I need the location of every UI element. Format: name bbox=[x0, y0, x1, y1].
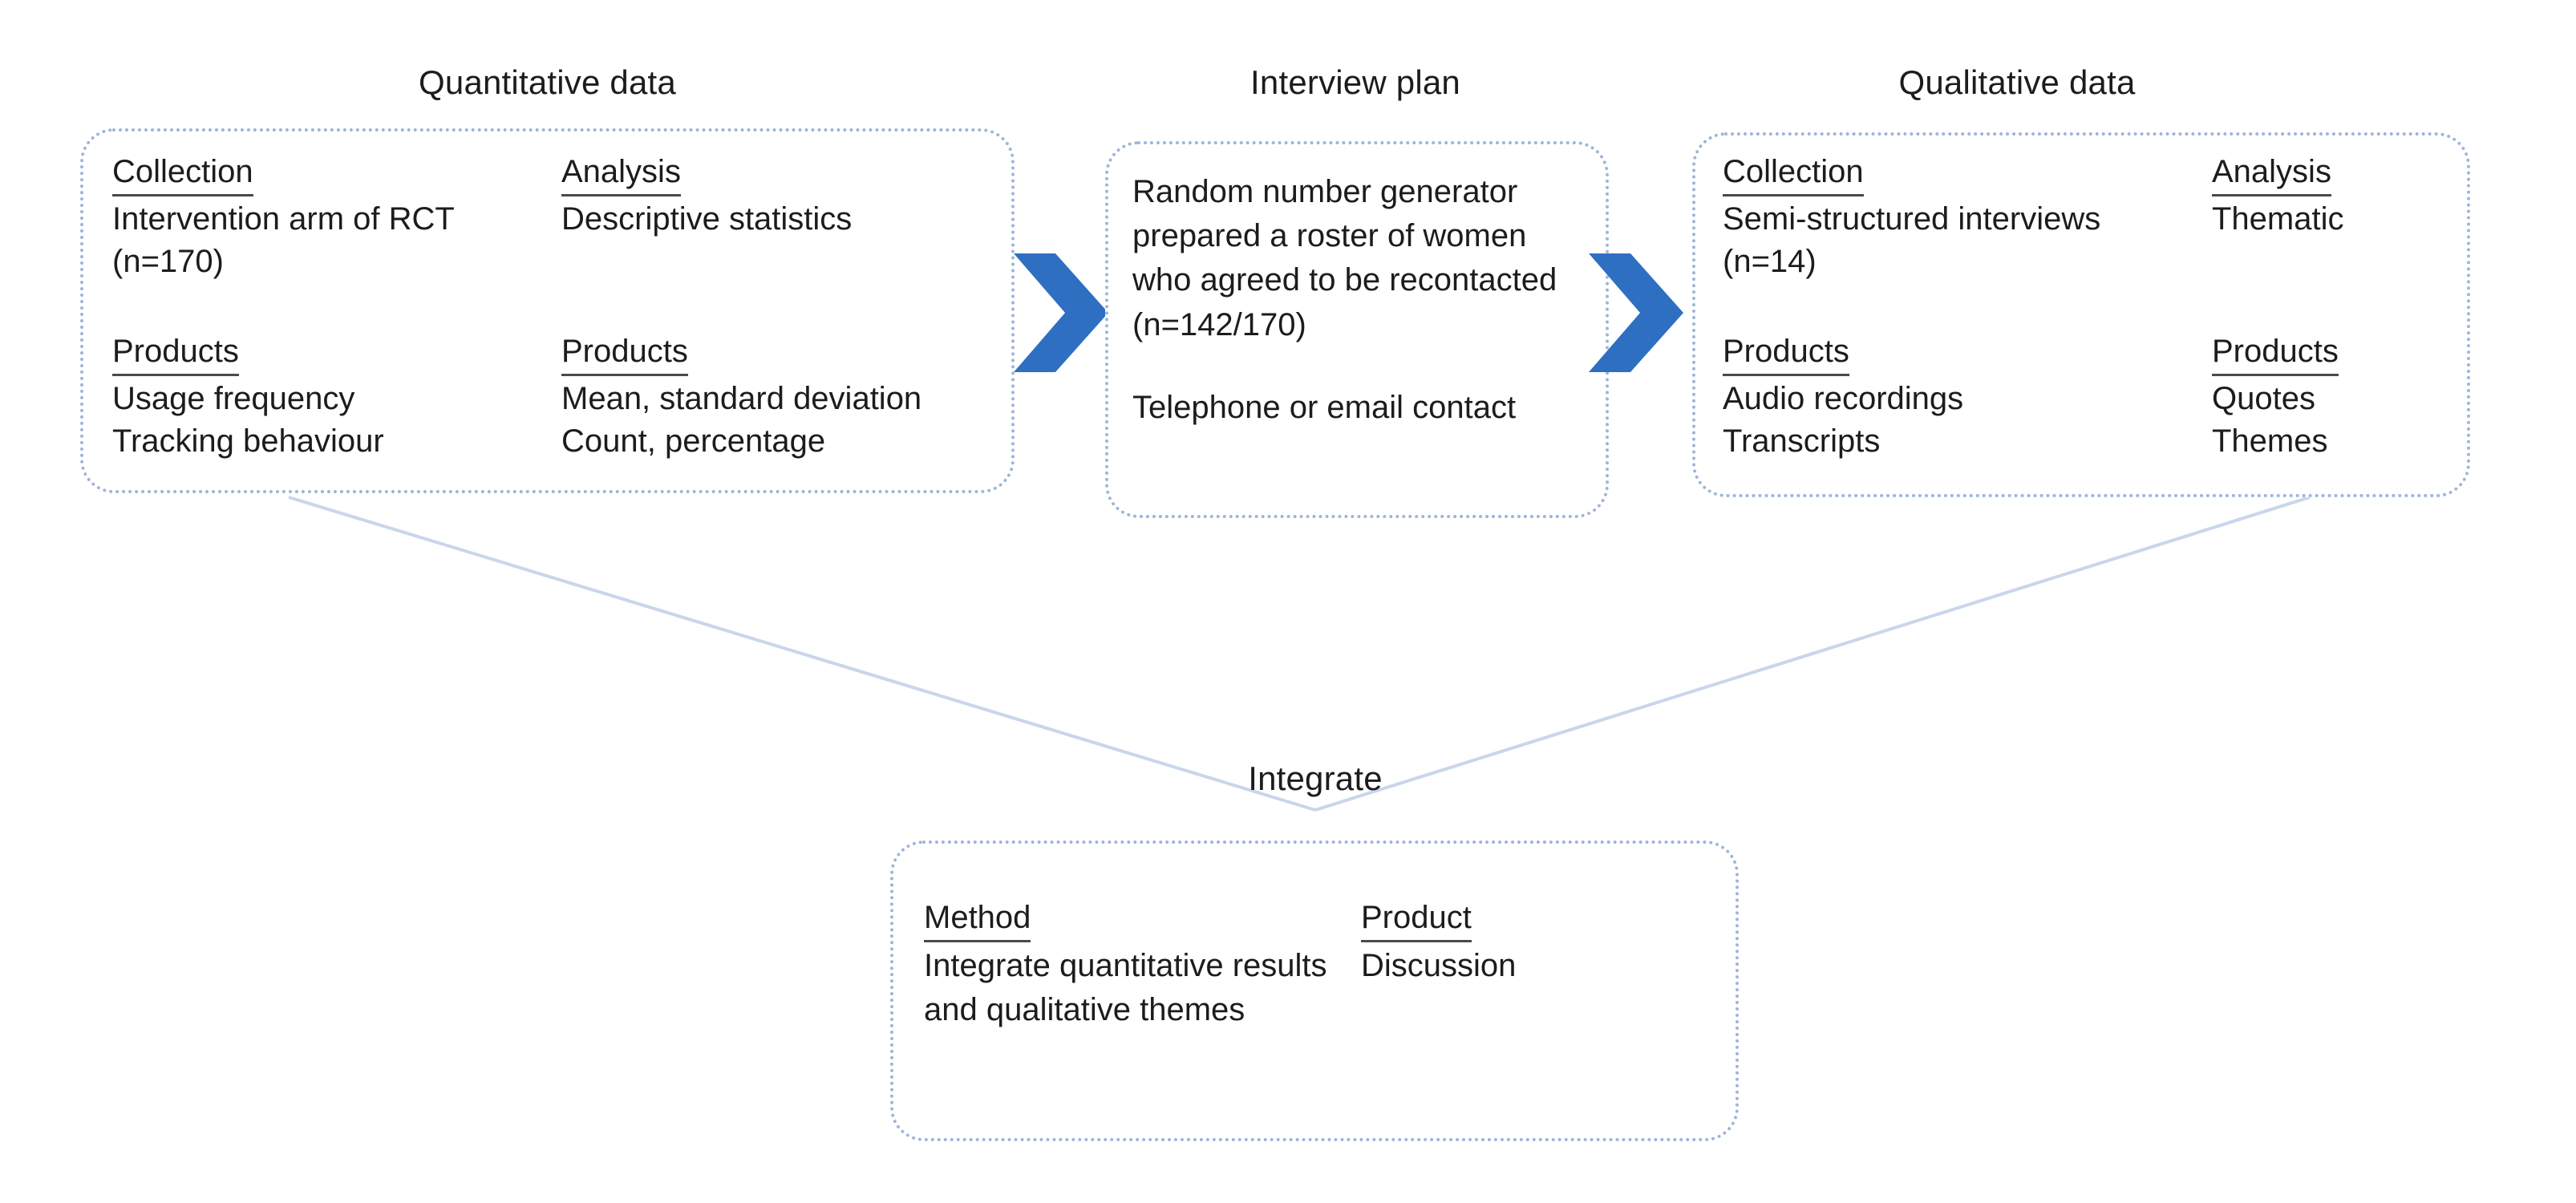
integrate-product-heading: Product bbox=[1361, 897, 1472, 942]
qual-analysis-products-line-1: Quotes bbox=[2212, 380, 2315, 416]
qual-analysis-heading-wrap: Analysis bbox=[2212, 151, 2469, 198]
integrate-product-heading-wrap: Product bbox=[1361, 897, 1682, 944]
quant-analysis-products-heading: Products bbox=[561, 330, 688, 376]
qualitative-data-title: Qualitative data bbox=[1898, 63, 2136, 101]
quant-right-spacer bbox=[561, 284, 1011, 330]
qual-left-spacer bbox=[1723, 284, 2212, 330]
integrate-product-column: Product Discussion bbox=[1361, 897, 1682, 1032]
interview-plan-box bbox=[1105, 141, 1609, 518]
qual-analysis-heading: Analysis bbox=[2212, 151, 2331, 196]
integrate-method-column: Method Integrate quantitative results an… bbox=[924, 897, 1361, 1032]
qual-products-heading-wrap: Products bbox=[1723, 330, 2212, 378]
qual-right-spacer bbox=[2212, 284, 2469, 330]
quant-analysis-products-line-2: Count, percentage bbox=[561, 423, 826, 460]
qual-products-line-1: Audio recordings bbox=[1723, 380, 1964, 416]
quant-analysis-products-heading-wrap: Products bbox=[561, 330, 1011, 378]
qualitative-box-columns: Collection Semi-structured interviews (n… bbox=[1723, 151, 2469, 464]
quantitative-data-title: Quantitative data bbox=[419, 63, 676, 101]
quant-products-heading: Products bbox=[112, 330, 239, 376]
interview-box-content: Random number generator prepared a roste… bbox=[1132, 170, 1594, 430]
chevron-right-icon-1 bbox=[1009, 249, 1113, 377]
qual-analysis-products-heading: Products bbox=[2212, 330, 2339, 376]
qual-collection-heading: Collection bbox=[1723, 151, 1864, 196]
quant-products-line-2: Tracking behaviour bbox=[112, 423, 384, 460]
interview-paragraph-1: Random number generator prepared a roste… bbox=[1132, 174, 1557, 342]
qualitative-analysis-column: Analysis Thematic Products Quotes Themes bbox=[2212, 151, 2469, 464]
quant-products-line-1: Usage frequency bbox=[112, 380, 355, 416]
integrate-method-heading: Method bbox=[924, 897, 1031, 942]
qual-collection-line-1: Semi-structured interviews bbox=[1723, 200, 2101, 237]
qual-analysis-products-line-2: Themes bbox=[2212, 423, 2328, 460]
quant-products-heading-wrap: Products bbox=[112, 330, 561, 378]
quant-analysis-products-line-1: Mean, standard deviation bbox=[561, 380, 922, 416]
quantitative-box-columns: Collection Intervention arm of RCT (n=17… bbox=[112, 151, 1011, 464]
integrate-method-heading-wrap: Method bbox=[924, 897, 1361, 944]
qual-analysis-products-heading-wrap: Products bbox=[2212, 330, 2469, 378]
qual-products-line-2: Transcripts bbox=[1723, 423, 1881, 460]
quant-left-spacer bbox=[112, 284, 561, 330]
qualitative-data-box bbox=[1692, 132, 2470, 497]
quantitative-analysis-column: Analysis Descriptive statistics Products… bbox=[561, 151, 1011, 464]
integrate-box bbox=[890, 840, 1739, 1141]
quant-collection-line-1: Intervention arm of RCT bbox=[112, 200, 455, 237]
quant-analysis-heading-wrap: Analysis bbox=[561, 151, 1011, 198]
integrate-title: Integrate bbox=[1248, 759, 1383, 797]
quantitative-collection-column: Collection Intervention arm of RCT (n=17… bbox=[112, 151, 561, 464]
qual-products-heading: Products bbox=[1723, 330, 1849, 376]
qual-analysis-line-1: Thematic bbox=[2212, 200, 2344, 237]
integrate-method-paragraph: Integrate quantitative results and quali… bbox=[924, 947, 1327, 1027]
quant-analysis-line-1: Descriptive statistics bbox=[561, 200, 853, 237]
quant-collection-heading: Collection bbox=[112, 151, 253, 196]
interview-plan-title: Interview plan bbox=[1250, 63, 1460, 101]
chevron-right-icon-2 bbox=[1584, 249, 1688, 377]
quant-collection-heading-wrap: Collection bbox=[112, 151, 561, 198]
quant-analysis-heading: Analysis bbox=[561, 151, 681, 196]
quantitative-data-box bbox=[80, 128, 1015, 493]
integrate-box-columns: Method Integrate quantitative results an… bbox=[924, 897, 1726, 1032]
qual-collection-line-2: (n=14) bbox=[1723, 244, 1817, 280]
qual-collection-heading-wrap: Collection bbox=[1723, 151, 2212, 198]
interview-paragraph-2: Telephone or email contact bbox=[1132, 389, 1517, 425]
quant-collection-line-2: (n=170) bbox=[112, 244, 224, 280]
qualitative-collection-column: Collection Semi-structured interviews (n… bbox=[1723, 151, 2212, 464]
interview-spacer bbox=[1132, 347, 1594, 386]
integrate-product-paragraph: Discussion bbox=[1361, 947, 1517, 983]
